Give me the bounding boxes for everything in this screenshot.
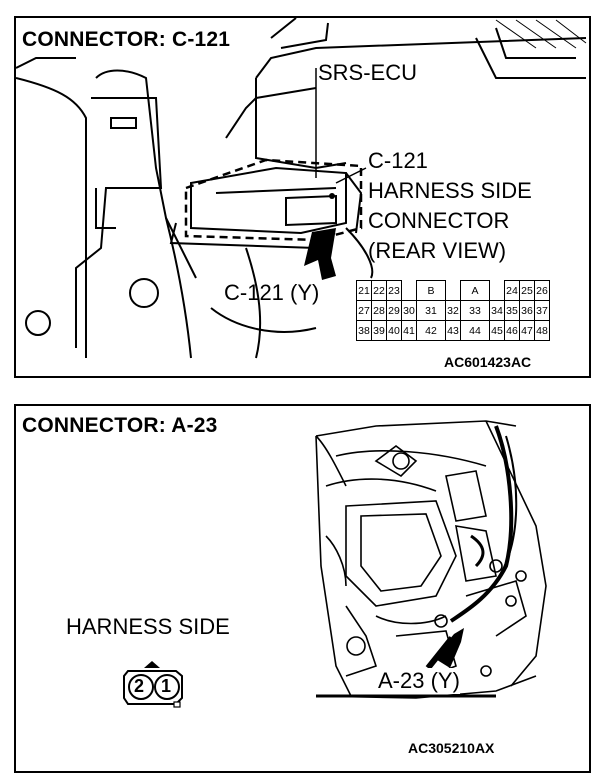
pin-1-label: 1 bbox=[161, 676, 172, 696]
c121-pin-layout: 21 22 23 B A 24 25 26 27 28 29 30 31 32 … bbox=[356, 280, 550, 341]
pin-cell: 21 bbox=[356, 280, 372, 301]
pin-cell: A bbox=[460, 280, 490, 301]
pin-cell: 39 bbox=[371, 320, 387, 341]
pin-cell: 33 bbox=[460, 300, 490, 321]
c121-figure-code: AC601423AC bbox=[444, 354, 532, 370]
pin-cell: 26 bbox=[534, 280, 550, 301]
pin-cell: 22 bbox=[371, 280, 387, 301]
pin-cell: 45 bbox=[489, 320, 505, 341]
c121-pointer-label: C-121 (Y) bbox=[224, 280, 320, 305]
pin-cell: 37 bbox=[534, 300, 550, 321]
pin-cell: 41 bbox=[401, 320, 417, 341]
pin-cell: 24 bbox=[504, 280, 520, 301]
c121-location-illustration bbox=[16, 18, 587, 359]
srs-ecu-label: SRS-ECU bbox=[318, 60, 418, 85]
harness-side-label: HARNESS SIDE bbox=[66, 614, 230, 639]
pin-cell: 36 bbox=[519, 300, 535, 321]
pin-cell: B bbox=[416, 280, 446, 301]
pin-cell: 25 bbox=[519, 280, 535, 301]
pin-cell: 38 bbox=[356, 320, 372, 341]
pin-cell: 27 bbox=[356, 300, 372, 321]
connector-label-line4: (REAR VIEW) bbox=[368, 238, 507, 263]
pin-cell bbox=[401, 280, 417, 301]
pin-cell: 30 bbox=[401, 300, 417, 321]
connector-label-line2: HARNESS SIDE bbox=[368, 178, 532, 203]
pin-cell bbox=[489, 280, 505, 301]
connector-a23-title: CONNECTOR: A-23 bbox=[22, 414, 218, 437]
pin-cell: 28 bbox=[371, 300, 387, 321]
pin-cell: 42 bbox=[416, 320, 446, 341]
a23-figure-code: AC305210AX bbox=[408, 740, 495, 756]
pin-cell: 43 bbox=[445, 320, 461, 341]
a23-pointer-label: A-23 (Y) bbox=[378, 668, 460, 694]
pin-cell: 23 bbox=[386, 280, 402, 301]
pin-cell: 46 bbox=[504, 320, 520, 341]
pin-cell: 44 bbox=[460, 320, 490, 341]
connector-c121-panel: CONNECTOR: C-121 SRS-ECU C-121 HARNESS S… bbox=[14, 16, 591, 378]
pin-cell: 35 bbox=[504, 300, 520, 321]
pin-2-label: 2 bbox=[134, 676, 145, 696]
pin-cell: 29 bbox=[386, 300, 402, 321]
connector-a23-panel: CONNECTOR: A-23 HARNESS SIDE 2 1 A-23 (Y… bbox=[14, 404, 591, 773]
a23-engine-bay-illustration bbox=[123, 420, 547, 708]
pin-cell bbox=[445, 280, 461, 301]
two-pin-connector-icon bbox=[123, 661, 183, 708]
connector-label-line3: CONNECTOR bbox=[368, 208, 510, 233]
pin-cell: 34 bbox=[489, 300, 505, 321]
connector-c121-title: CONNECTOR: C-121 bbox=[22, 28, 231, 51]
connector-label-line1: C-121 bbox=[368, 148, 428, 173]
pin-cell: 40 bbox=[386, 320, 402, 341]
pin-cell: 47 bbox=[519, 320, 535, 341]
pin-cell: 32 bbox=[445, 300, 461, 321]
pin-cell: 48 bbox=[534, 320, 550, 341]
pin-cell: 31 bbox=[416, 300, 446, 321]
